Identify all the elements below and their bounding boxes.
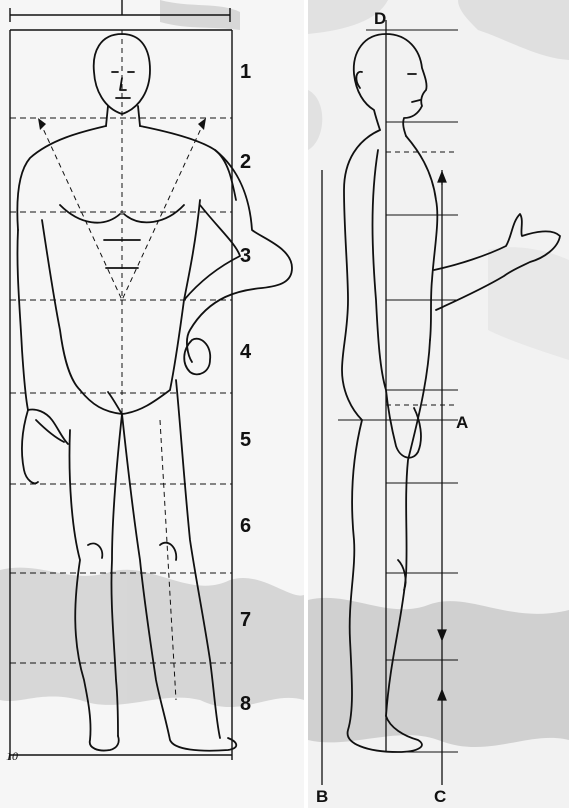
unit-label-4: 4 bbox=[240, 341, 252, 363]
label-d: D bbox=[374, 9, 386, 28]
unit-label-3: 3 bbox=[240, 245, 251, 267]
smudge-marks-side bbox=[308, 0, 569, 747]
front-view-panel: 1 2 3 4 5 6 7 8 10 bbox=[0, 0, 304, 808]
unit-label-6: 6 bbox=[240, 515, 251, 537]
page-number: 10 bbox=[6, 749, 18, 763]
side-view-figure: D A B C bbox=[308, 0, 569, 808]
unit-label-1: 1 bbox=[240, 61, 251, 83]
head-unit-labels: 1 2 3 4 5 6 7 8 bbox=[240, 61, 252, 715]
label-a: A bbox=[456, 413, 468, 432]
label-b: B bbox=[316, 787, 328, 806]
side-view-panel: D A B C bbox=[308, 0, 569, 808]
front-view-figure: 1 2 3 4 5 6 7 8 10 bbox=[0, 0, 304, 808]
smudge-marks bbox=[0, 0, 304, 707]
unit-label-8: 8 bbox=[240, 693, 251, 715]
side-dashed-lines bbox=[386, 152, 458, 405]
label-c: C bbox=[434, 787, 446, 806]
unit-label-2: 2 bbox=[240, 151, 251, 173]
unit-label-7: 7 bbox=[240, 609, 251, 631]
unit-label-5: 5 bbox=[240, 429, 251, 451]
